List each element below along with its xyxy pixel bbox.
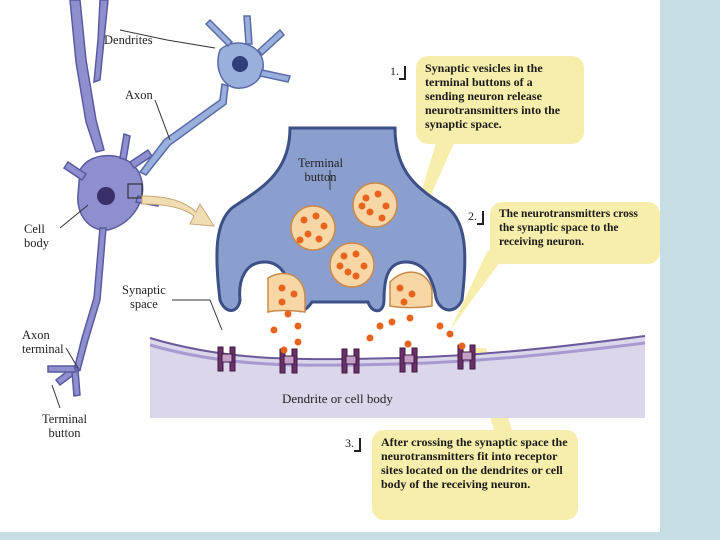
step-3-number: 3.: [345, 436, 361, 452]
vesicle: [329, 242, 375, 288]
zoom-box: [127, 183, 143, 199]
label-terminal-button: Terminal button: [298, 156, 343, 184]
vesicle-fusing: [267, 272, 306, 313]
callout-step-1: Synaptic vesicles in the terminal button…: [416, 56, 584, 144]
step-2-number: 2.: [468, 209, 484, 225]
upper-nucleus: [232, 56, 248, 72]
vesicle: [352, 182, 398, 228]
slide: Dendrites Axon Cell body Axon terminal T…: [0, 0, 660, 532]
label-cell-body: Cell body: [24, 222, 49, 250]
label-dendrites: Dendrites: [104, 33, 153, 47]
label-axon-terminal: Axon terminal: [22, 328, 64, 356]
nucleus: [97, 187, 115, 205]
label-dendrite-or-cell-body: Dendrite or cell body: [282, 391, 393, 406]
label-axon: Axon: [125, 88, 153, 102]
leader-lines: [51, 29, 331, 409]
vesicle-fusing: [389, 271, 433, 309]
callout-2-pointer: [450, 250, 500, 330]
callout-step-3: After crossing the synaptic space the ne…: [372, 430, 578, 520]
upper-neuron: [138, 15, 291, 176]
step-1-number: 1.: [390, 64, 406, 80]
vesicle: [290, 205, 336, 251]
label-terminal-button-left: Terminal button: [42, 412, 87, 440]
synapse-diagram: [47, 0, 646, 430]
terminal-button: [215, 126, 467, 313]
axon-lower: [73, 227, 107, 371]
neurotransmitters: [270, 190, 466, 354]
receiving-membrane: [150, 336, 645, 418]
callout-step-2: The neurotransmitters cross the synaptic…: [490, 202, 660, 264]
zoom-arrow: [141, 195, 215, 227]
label-synaptic-space: Synaptic space: [122, 283, 166, 311]
